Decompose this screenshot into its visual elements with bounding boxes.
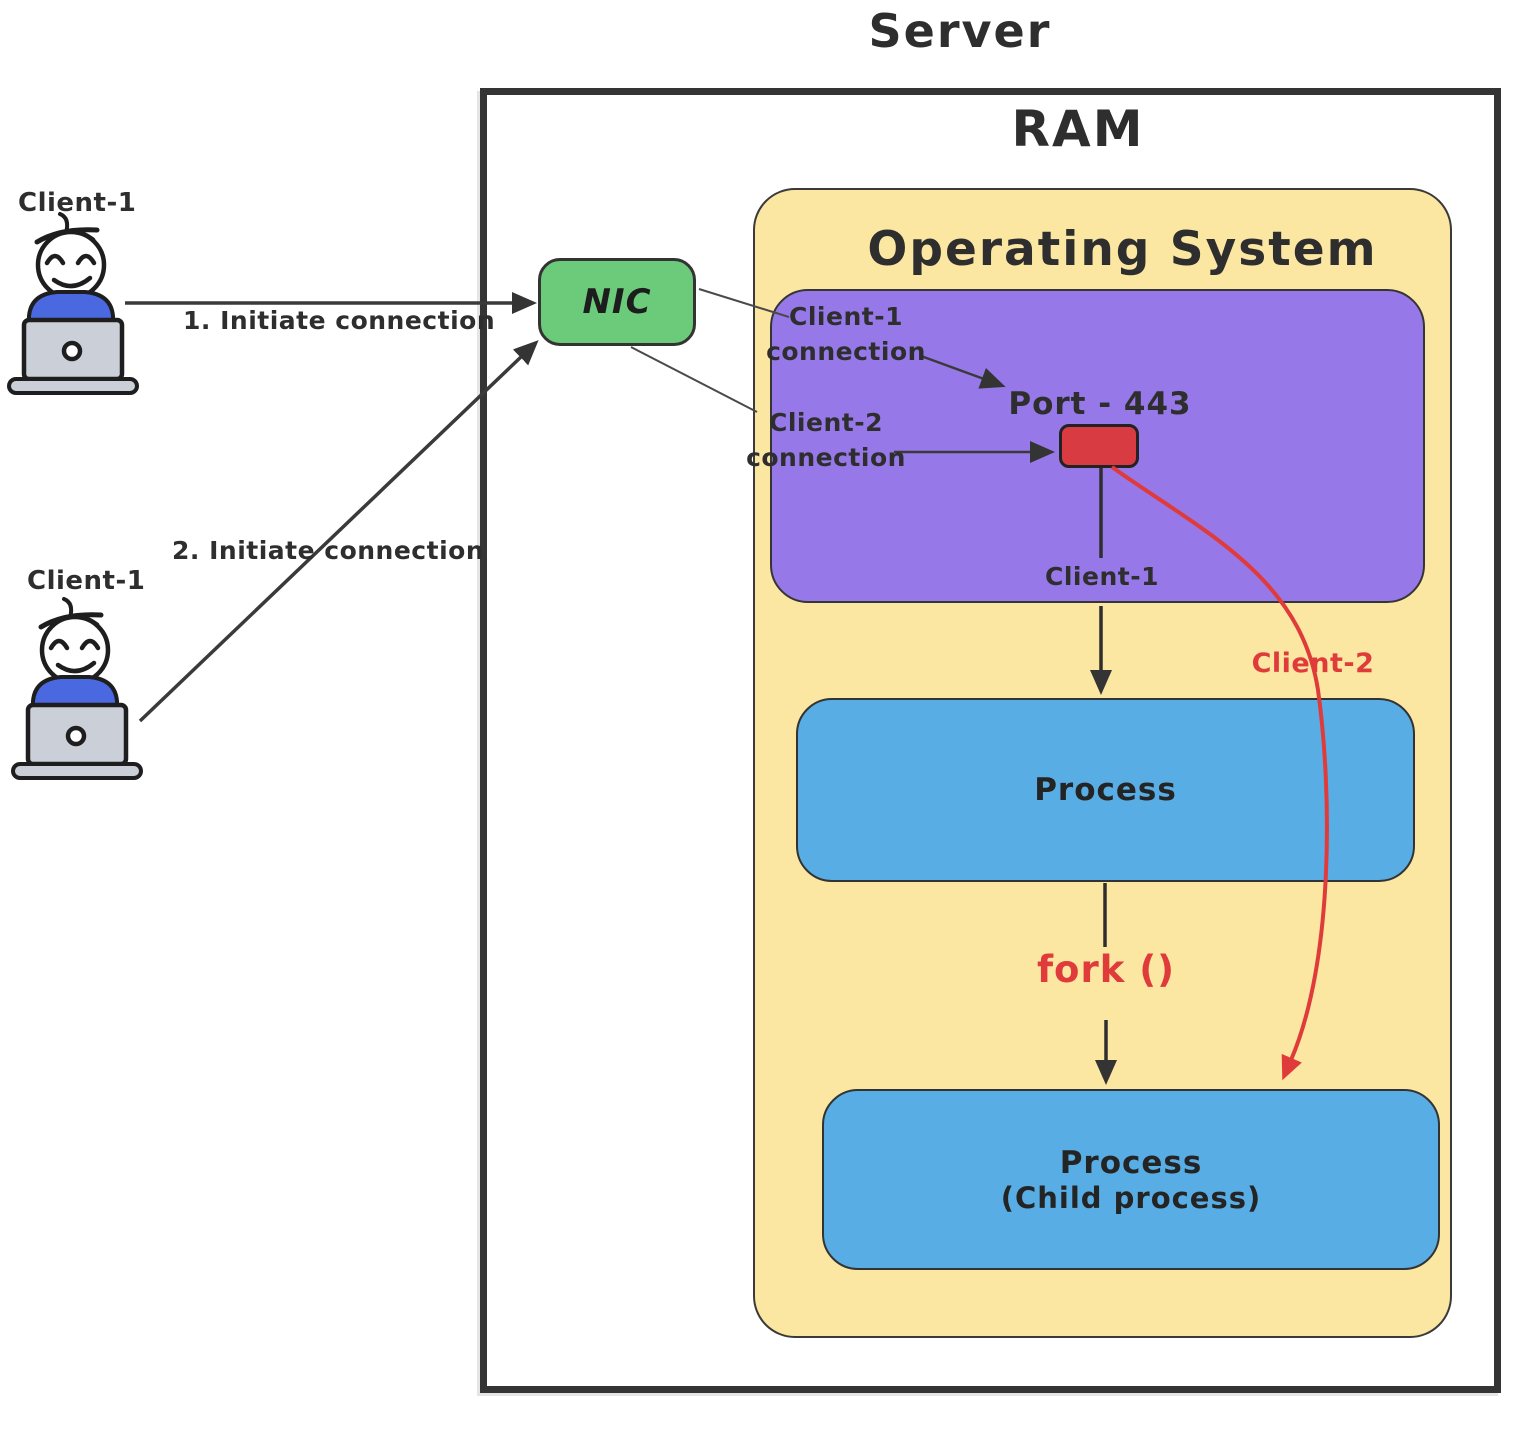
client1-name-label: Client-1	[18, 188, 137, 218]
process-label: Process	[1034, 772, 1177, 808]
process-box: Process	[796, 698, 1415, 882]
port-443-label: Port - 443	[1008, 386, 1192, 422]
client1-connection-label-line1: Client-1	[789, 302, 903, 331]
fork-label: fork ()	[1036, 948, 1176, 991]
port-client1-label: Client-1	[1045, 562, 1159, 591]
client-2-avatar-icon	[13, 599, 141, 778]
client1-connection-label-line2: connection	[766, 337, 926, 366]
client2-name-label: Client-1	[27, 566, 146, 596]
child-process-box: Process (Child process)	[822, 1089, 1440, 1270]
port-443-box	[1059, 424, 1139, 468]
client2-curve-label: Client-2	[1251, 648, 1375, 679]
nic-label: NIC	[582, 282, 652, 322]
child-process-label-line2: (Child process)	[1000, 1180, 1262, 1215]
client2-connection-label-line2: connection	[746, 443, 906, 472]
client2-connection-label-line1: Client-2	[769, 408, 883, 437]
server-title: Server	[868, 4, 1052, 58]
nic-box: NIC	[538, 258, 696, 346]
client-1-avatar-icon	[9, 214, 137, 393]
child-process-label-line1: Process	[1059, 1144, 1203, 1181]
client2-action-label: 2. Initiate connection	[172, 536, 485, 565]
client1-action-label: 1. Initiate connection	[183, 306, 496, 335]
ram-title: RAM	[1011, 100, 1145, 158]
os-title: Operating System	[867, 222, 1378, 277]
